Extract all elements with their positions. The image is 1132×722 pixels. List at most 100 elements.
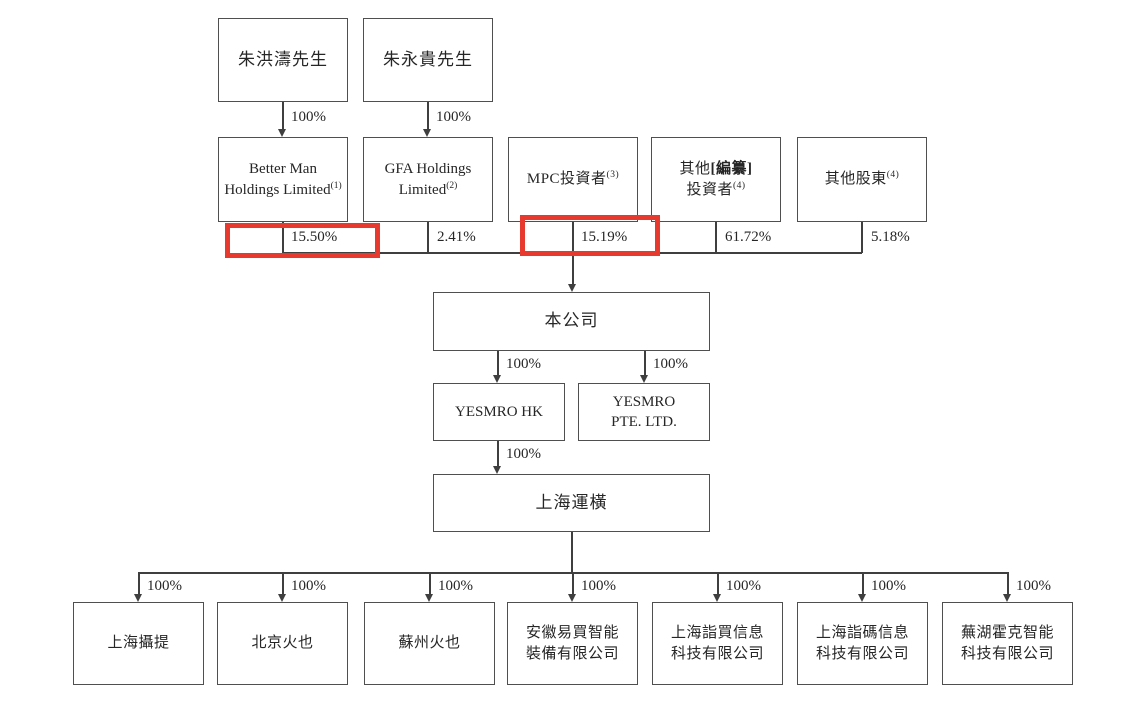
connector-drop-wuhu-huoke (1007, 572, 1009, 595)
footnote-marker: (1) (330, 180, 342, 191)
ownership-pct-label: 100% (506, 356, 541, 372)
node-label: 北京火也 (251, 635, 314, 652)
connector-company-yesmrohk-line (497, 351, 499, 376)
connector-yunheng-drop (571, 532, 573, 573)
ownership-pct-label: 100% (653, 356, 688, 372)
node-yesmro-pte: YESMRO PTE. LTD. (578, 383, 710, 441)
highlight-box-mpc-pct (520, 215, 660, 256)
node-label-line2: PTE. LTD. (611, 414, 677, 430)
footnote-marker: (4) (886, 170, 900, 181)
node-label-line1: 上海詣碼信息 (815, 625, 909, 642)
ownership-pct-label: 100% (581, 578, 616, 594)
connector-zhu-yonggui-gfa-line (427, 102, 429, 130)
connector-drop-anhui-yimai (572, 572, 574, 595)
node-label-line2: Holdings Limited (224, 181, 331, 198)
node-label-line2: 裝備有限公司 (525, 645, 619, 662)
node-label-line2: 科技有限公司 (815, 645, 909, 662)
connector-drop-shanghai-sheti (138, 572, 140, 595)
node-label: YESMRO HK (455, 403, 543, 420)
ownership-pct-label: 100% (436, 109, 471, 125)
connector-arrowhead-anhui-yimai (568, 594, 576, 602)
connector-drop-shanghai-yimai-info (717, 572, 719, 595)
connector-bus-company-line (572, 252, 574, 285)
node-shanghai-yimai-info: 上海詣買信息 科技有限公司 (652, 602, 783, 685)
connector-drop-shanghai-yima-info (862, 572, 864, 595)
node-label-line1: 其他股東 (824, 171, 887, 188)
connector-betterman-drop (282, 222, 284, 253)
node-beijing-huoye: 北京火也 (217, 602, 348, 685)
node-label: 蘇州火也 (398, 635, 461, 652)
node-label-line1: 蕪湖霍克智能 (960, 625, 1054, 642)
node-label: 朱洪濤先生 (238, 49, 328, 69)
connector-drop-suzhou-huoye (429, 572, 431, 595)
connector-zhu-yonggui-gfa-arrowhead (423, 129, 431, 137)
node-shanghai-yunheng: 上海運橫 (433, 474, 710, 532)
ownership-pct-label: 100% (1016, 578, 1051, 594)
node-label-line2: 科技有限公司 (960, 645, 1054, 662)
redaction-marker: [編纂] (710, 161, 753, 178)
ownership-pct-label: 100% (726, 578, 761, 594)
connector-company-yesmrohk-arrowhead (493, 375, 501, 383)
node-label-line2: Limited (398, 181, 447, 198)
footnote-marker: (2) (446, 180, 458, 191)
node-yesmro-hk: YESMRO HK (433, 383, 565, 441)
node-gfa-holdings: GFA Holdings Limited(2) (363, 137, 493, 222)
pct-mpc: 15.19% (581, 229, 628, 245)
connector-other-investors-drop (715, 222, 717, 253)
node-other-investors: 其他[編纂] 投資者(4) (651, 137, 781, 222)
connector-gfa-drop (427, 222, 429, 253)
node-label: 上海攝提 (107, 635, 170, 652)
node-suzhou-huoye: 蘇州火也 (364, 602, 495, 685)
ownership-pct-label: 100% (871, 578, 906, 594)
connector-arrowhead-shanghai-yima-info (858, 594, 866, 602)
pct-better-man: 15.50% (291, 229, 338, 245)
node-shanghai-sheti: 上海攝提 (73, 602, 204, 685)
node-label: 本公司 (544, 311, 599, 331)
connector-arrowhead-suzhou-huoye (425, 594, 433, 602)
connector-arrowhead-beijing-huoye (278, 594, 286, 602)
node-shanghai-yima-info: 上海詣碼信息 科技有限公司 (797, 602, 928, 685)
connector-company-yesmropte-arrowhead (640, 375, 648, 383)
node-anhui-yimai: 安徽易買智能 裝備有限公司 (507, 602, 638, 685)
node-label-line2: 投資者 (686, 181, 733, 198)
ownership-pct-label: 100% (291, 578, 326, 594)
node-label-line1: 安徽易買智能 (525, 625, 619, 642)
connector-bus-company-arrowhead (568, 284, 576, 292)
node-label-line1: YESMRO (612, 393, 676, 410)
pct-other-shareholders: 5.18% (871, 229, 910, 245)
node-label-line1: MPC投資者 (526, 171, 607, 188)
pct-other-investors: 61.72% (725, 229, 772, 245)
node-label-line1: 上海詣買信息 (670, 625, 764, 642)
connector-arrowhead-shanghai-sheti (134, 594, 142, 602)
ownership-pct-label: 100% (291, 109, 326, 125)
connector-arrowhead-wuhu-huoke (1003, 594, 1011, 602)
ownership-pct-label: 100% (438, 578, 473, 594)
connector-drop-beijing-huoye (282, 572, 284, 595)
node-wuhu-huoke: 蕪湖霍克智能 科技有限公司 (942, 602, 1073, 685)
ownership-pct-label: 100% (506, 446, 541, 462)
node-better-man-holdings: Better Man Holdings Limited(1) (218, 137, 348, 222)
connector-arrowhead-shanghai-yimai-info (713, 594, 721, 602)
node-mr-zhu-yonggui: 朱永貴先生 (363, 18, 493, 102)
connector-mpc-drop (572, 222, 574, 253)
connector-company-yesmropte-line (644, 351, 646, 376)
connector-yesmrohk-yunheng-line (497, 441, 499, 467)
node-label-line1: Better Man (249, 161, 317, 178)
connector-zhu-hongtao-betterman-arrowhead (278, 129, 286, 137)
connector-zhu-hongtao-betterman-line (282, 102, 284, 130)
node-other-shareholders: 其他股東(4) (797, 137, 927, 222)
footnote-marker: (4) (732, 180, 746, 191)
connector-yesmrohk-yunheng-arrowhead (493, 466, 501, 474)
node-label: 朱永貴先生 (383, 49, 473, 69)
highlight-box-better-man-pct (225, 223, 380, 258)
node-mpc-investors: MPC投資者(3) (508, 137, 638, 222)
footnote-marker: (3) (606, 170, 620, 181)
pct-gfa: 2.41% (437, 229, 476, 245)
node-label-line1: GFA Holdings (384, 161, 472, 178)
node-the-company: 本公司 (433, 292, 710, 351)
node-label-line1: 其他 (679, 161, 711, 178)
node-label-line2: 科技有限公司 (670, 645, 764, 662)
node-mr-zhu-hongtao: 朱洪濤先生 (218, 18, 348, 102)
node-label: 上海運橫 (535, 492, 608, 512)
